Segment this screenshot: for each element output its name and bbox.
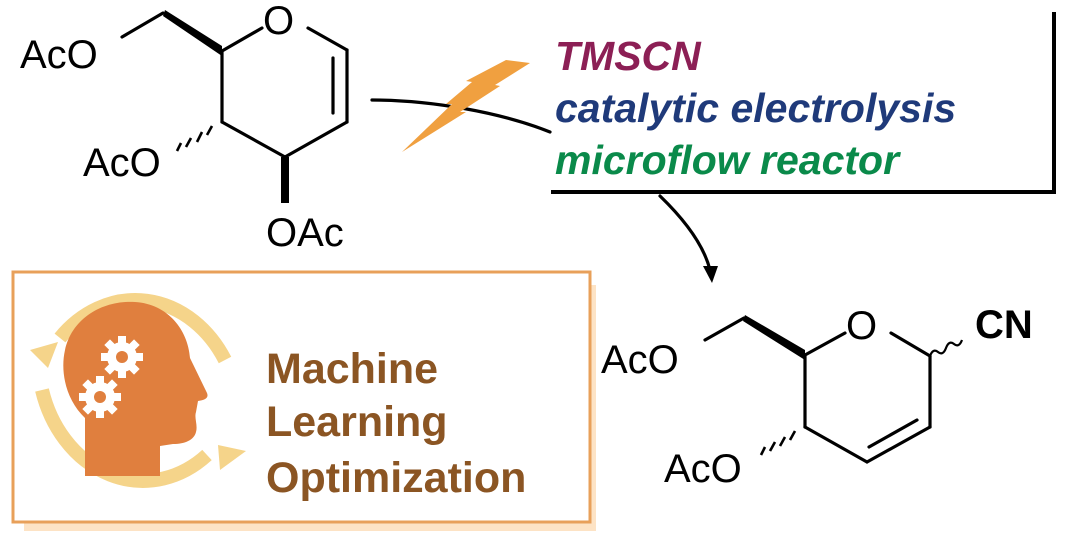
bond-o-c1-product <box>889 331 932 358</box>
conditions-bracket <box>551 12 1056 194</box>
cyano-group-label: CN <box>975 303 1033 347</box>
wavy-bond <box>928 339 964 357</box>
bond-c5-o-product <box>803 331 847 357</box>
c4-acetoxy-label: AcO <box>83 141 161 185</box>
hash-bond-c4 <box>175 125 214 152</box>
wedge-c5-c6-product <box>743 315 805 360</box>
bond-c2-c3-double <box>867 418 919 449</box>
product-molecule: O AcO AcO CN <box>601 303 1033 491</box>
head-silhouette-icon <box>63 301 208 476</box>
cycle-arrowhead-top <box>30 342 58 368</box>
wedge-c5-c6 <box>163 10 222 56</box>
bond-o-c1 <box>306 26 349 52</box>
reactant-molecule: O AcO AcO OAc <box>20 0 349 255</box>
product-ring-oxygen: O <box>846 304 877 348</box>
gear-icon <box>101 336 143 378</box>
product-c4-acetoxy: AcO <box>664 447 742 491</box>
lightning-bolt-icon <box>402 60 530 152</box>
bond-c3-c4 <box>220 120 287 159</box>
product-c6-acetoxy: AcO <box>601 338 679 382</box>
bond-c6-o-product <box>703 316 746 342</box>
bond-c3-c4-product <box>803 425 869 464</box>
hash-bond-c4-product <box>759 430 797 456</box>
arrow-head-icon <box>703 266 718 283</box>
cycle-arrowhead-bottom <box>218 445 246 470</box>
ml-optimization-box: Machine Learning Optimization <box>11 270 596 531</box>
ml-line-1: Machine <box>266 345 438 393</box>
bond-c2-c3-product <box>865 425 932 464</box>
reagent-text: TMSCN <box>555 33 702 79</box>
ring-oxygen-label: O <box>263 0 294 43</box>
ml-line-2: Learning <box>266 398 448 446</box>
ml-line-3: Optimization <box>266 454 526 502</box>
method-text: catalytic electrolysis <box>555 85 956 131</box>
bond-c6-o <box>120 11 165 39</box>
bond-c2-c3 <box>283 120 349 159</box>
product-arrow <box>658 194 712 272</box>
gear-icon-small <box>79 376 121 418</box>
apparatus-text: microflow reactor <box>555 137 901 183</box>
wedge-c3-oac <box>281 157 289 203</box>
c3-acetoxy-label: OAc <box>266 211 344 255</box>
c6-acetoxy-label: AcO <box>20 33 98 77</box>
bond-c5-o <box>220 26 264 53</box>
